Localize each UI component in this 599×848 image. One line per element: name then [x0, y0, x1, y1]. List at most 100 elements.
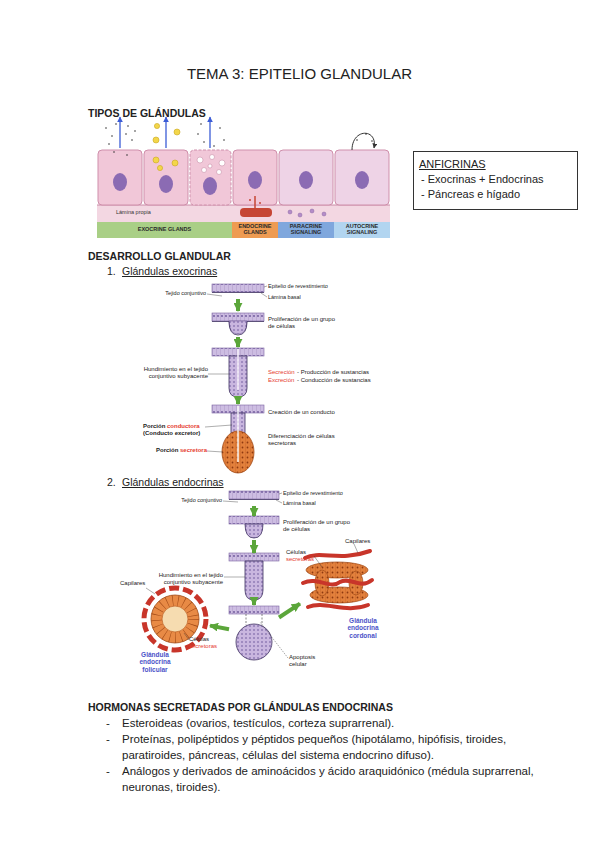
gland-types-illustration: [203, 177, 217, 195]
gland-types-illustration: [219, 127, 221, 129]
cordonal-gland-drawing: [354, 544, 358, 553]
gland-types-illustration: [172, 160, 178, 166]
gland-types-illustration: [356, 133, 373, 142]
development-stage: Epitelio de revestimientoLámina basalTej…: [212, 283, 264, 299]
section-heading: TIPOS DE GLÁNDULAS: [88, 105, 388, 121]
node-text: ANFICRINAS: [419, 156, 569, 172]
development-stage: Apoptosis celular: [229, 605, 279, 663]
gland-types-illustration: [335, 150, 389, 205]
band-label: ENDOCRINE GLANDS: [232, 224, 278, 236]
gland-types-illustration: [153, 137, 159, 143]
gland-types-illustration: [223, 139, 225, 141]
endocrine-development: [223, 501, 238, 502]
gland-types-illustration: [197, 157, 203, 163]
body-text: Proteínas, polipéptidos y péptidos peque…: [122, 731, 567, 763]
flow-arrow: [236, 398, 240, 404]
gland-types-illustration: [352, 133, 374, 150]
category-band: EXOCRINE GLANDS: [97, 222, 232, 238]
cordonal-gland-drawing: [314, 556, 322, 567]
endocrine-development: [229, 499, 279, 500]
bullet-dash: -: [106, 763, 116, 779]
gland-types-illustration: [113, 173, 127, 191]
node-text: secretora: [180, 447, 220, 454]
gland-types-illustration: [210, 155, 215, 160]
exocrine-development: [207, 294, 222, 296]
node-text: - Exocrinas + Endocrinas: [421, 171, 576, 187]
node-text: Epitelio de revestimiento: [268, 283, 378, 289]
exocrine-development: [205, 425, 232, 427]
follicular-gland-drawing: [184, 633, 189, 640]
node-text: Epitelio de revestimiento: [283, 490, 393, 496]
gland-types-illustration: [356, 139, 358, 141]
exocrine-development: [212, 284, 264, 292]
gland-types-illustration: [165, 117, 166, 148]
list-number: 2.: [107, 474, 122, 490]
flow-arrow: [279, 604, 300, 618]
gland-types-illustration: [310, 209, 314, 213]
node-text: - Conducción de sustancias: [297, 377, 387, 384]
node-text: (Conducto excretor): [143, 430, 208, 437]
exocrine-development: [212, 313, 264, 321]
follicular-gland-drawing: [151, 595, 199, 643]
gland-types-illustration: [97, 205, 390, 222]
follicular-gland-drawing: [157, 601, 194, 638]
exocrine-development: [205, 284, 267, 473]
gland-types-illustration: [279, 150, 333, 205]
gland-types-illustration: [127, 125, 129, 127]
cordonal-gland-drawing: [303, 544, 372, 608]
node-text: Glándula endocrina cordonal: [338, 617, 388, 639]
gland-types-illustration: [115, 123, 117, 125]
node-text: Apoptosis celular: [289, 654, 329, 668]
gland-types-illustration: [254, 196, 256, 209]
gland-types-illustration: [203, 141, 205, 143]
gland-types-illustration: [299, 171, 313, 189]
endocrine-development: [229, 553, 279, 561]
exocrine-development: [207, 451, 223, 452]
cordonal-gland-drawing: [303, 580, 372, 585]
gland-types-illustration: [200, 123, 202, 125]
endocrine-development: [223, 491, 288, 660]
development-stage: Hundimiento en el tejido conjuntivo suby…: [229, 553, 279, 601]
gland-types-illustration: [298, 213, 302, 217]
gland-types-illustration: [97, 117, 390, 222]
body-text: Análogos y derivados de aminoácidos y ác…: [122, 763, 567, 795]
subsection-heading: Glándulas exocrinas: [122, 263, 322, 279]
part-label: Lámina propia: [116, 209, 176, 215]
node-text: Células: [189, 636, 219, 643]
flow-arrow: [252, 540, 256, 553]
endocrine-development: [229, 491, 279, 499]
body-text: Esteroideas (ovarios, testículos, cortez…: [122, 715, 567, 731]
node-text: - Páncreas e hígado: [421, 186, 576, 202]
node-text: secretoras: [189, 643, 224, 650]
bullet-dash: -: [106, 715, 116, 731]
endocrine-development: [260, 622, 288, 658]
gland-types-illustration: [208, 164, 212, 168]
flow-arrow: [252, 506, 256, 516]
gland-types-illustration: [113, 151, 115, 153]
gland-types-illustration: [197, 155, 225, 175]
band-label: AUTOCRINE SIGNALING: [334, 224, 390, 236]
development-stage: Proliferación de un grupo de células: [212, 311, 264, 337]
gland-types-illustration: [322, 212, 326, 216]
endocrine-development: [245, 524, 263, 538]
development-stage: Hundimiento en el tejido conjuntivo suby…: [212, 347, 264, 398]
node-text: Tejido conjuntivo: [140, 290, 206, 296]
category-band: ENDOCRINE GLANDS: [232, 222, 278, 238]
gland-types-illustration: [157, 165, 162, 170]
gland-types-illustration: [154, 123, 159, 128]
gland-types-illustration: [131, 139, 133, 141]
list-number: 1.: [107, 263, 122, 279]
exocrine-development: [237, 349, 239, 390]
gland-types-illustration: [259, 202, 261, 204]
gland-types-illustration: [219, 160, 225, 166]
gland-types-illustration: [119, 117, 120, 148]
gland-types-illustration: [355, 171, 369, 189]
exocrine-development: [208, 374, 229, 375]
gland-types-illustration: [365, 133, 367, 135]
flow-arrow: [252, 601, 256, 605]
subsection-heading: Glándulas endocrinas: [122, 474, 322, 490]
node-text: - Producción de sustancias: [297, 369, 387, 376]
node-text: Capilares: [120, 580, 160, 587]
flow-arrow: [236, 299, 240, 311]
exocrine-development: [212, 322, 264, 336]
